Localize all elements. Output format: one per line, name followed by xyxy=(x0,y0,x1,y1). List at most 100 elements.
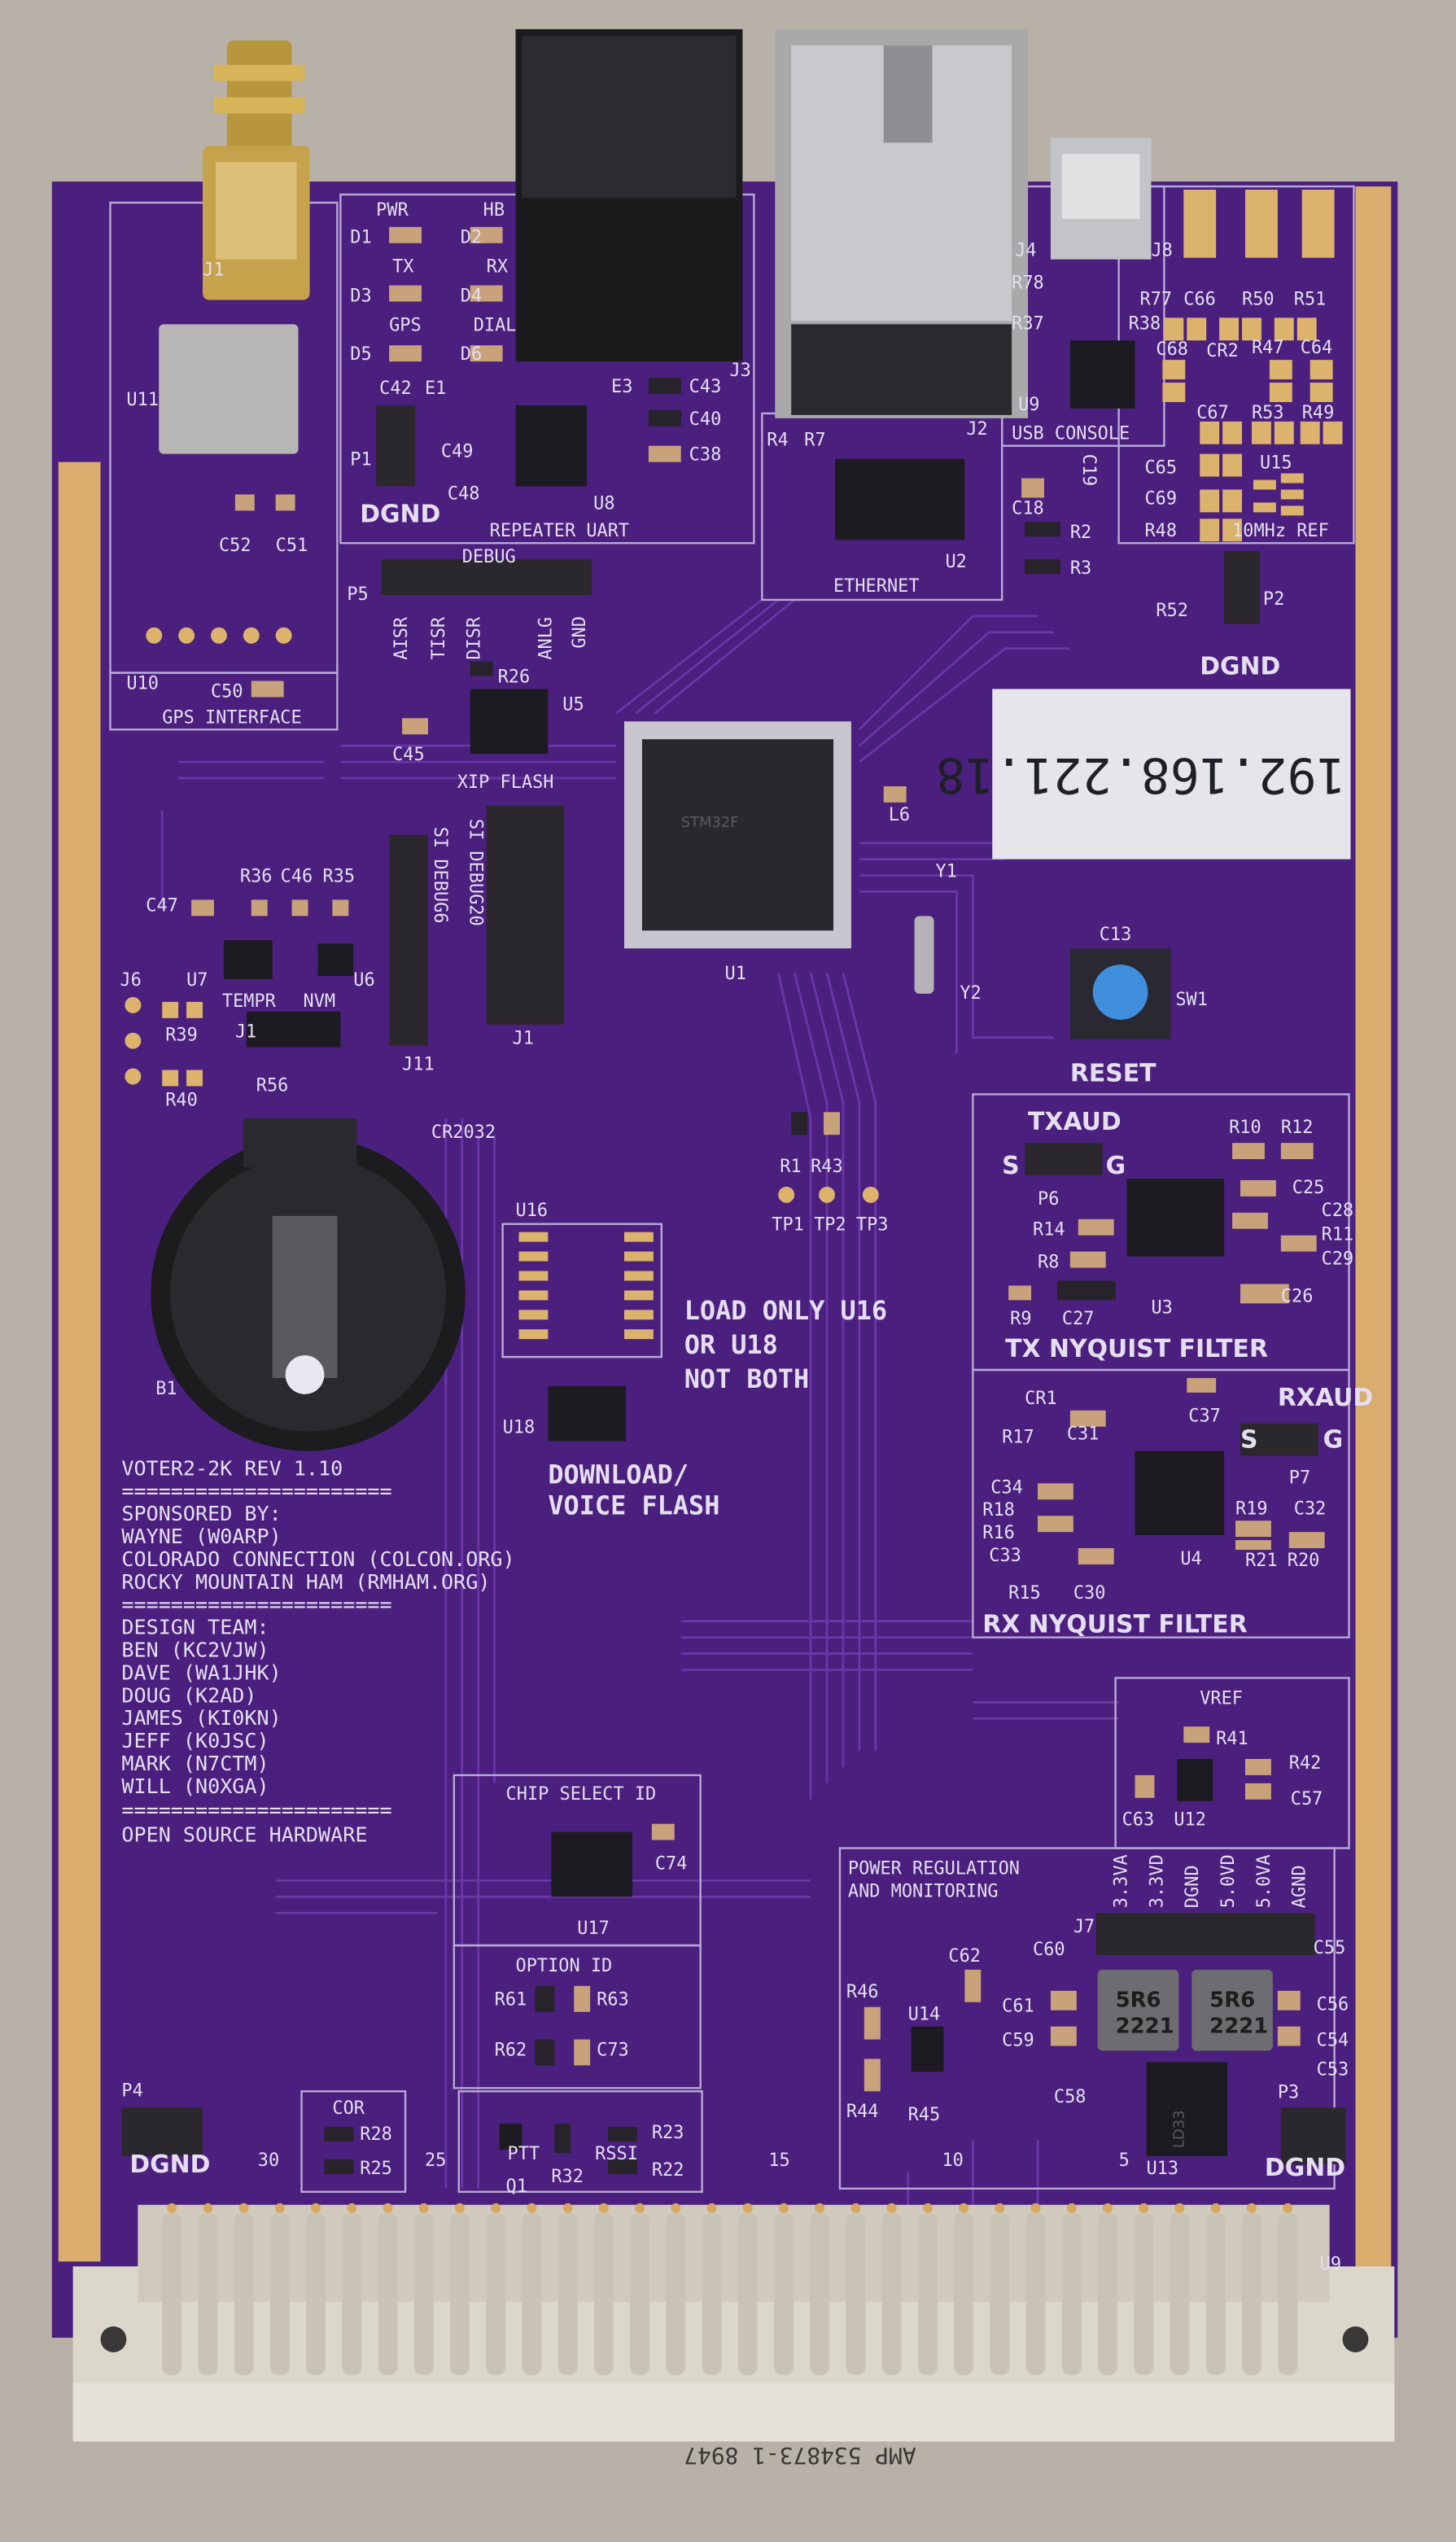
refdes: Y1 xyxy=(936,862,957,882)
usb-opening xyxy=(1061,154,1140,219)
connector-solder-joint xyxy=(274,2203,285,2213)
silk-leds: PWR HB D1 D2 TX RX D3 D4 GPS DIAL D5 D6 xyxy=(350,200,516,365)
refdes: Q1 xyxy=(506,2177,527,2197)
ethernet-jack-j2 xyxy=(775,28,1029,418)
refdes: P6 xyxy=(1038,1189,1059,1210)
silk-10mhz-ref: R77 C66 R50 R51 R38 C68 CR2 R47 C64 C67 … xyxy=(1129,289,1335,680)
inductor-marking: 5R6 xyxy=(1116,1989,1161,2013)
connector-pin xyxy=(1242,2212,1261,2375)
refdes: J7 xyxy=(1073,1917,1095,1937)
section-label-chip-select: CHIP SELECT ID xyxy=(506,1784,657,1805)
refdes: C32 xyxy=(1294,1499,1327,1519)
refdes: R63 xyxy=(597,1990,629,2010)
refdes: R8 xyxy=(1038,1253,1059,1273)
refdes: P2 xyxy=(1263,589,1284,610)
connector-pin xyxy=(198,2212,218,2375)
refdes: C51 xyxy=(276,536,308,556)
download-label: DOWNLOAD/ xyxy=(548,1459,689,1490)
refdes: D4 xyxy=(461,286,482,306)
connector-pin xyxy=(954,2212,974,2375)
credits-line: DAVE (WA1JHK) xyxy=(121,1660,281,1684)
refdes: R62 xyxy=(495,2040,527,2060)
connector-pin xyxy=(702,2212,722,2375)
refdes: D1 xyxy=(350,228,371,248)
refdes: R4 xyxy=(767,431,788,451)
refdes: D5 xyxy=(350,344,371,365)
refdes: J1 xyxy=(235,1022,256,1043)
refdes: R19 xyxy=(1235,1499,1268,1519)
refdes: R46 xyxy=(846,1982,879,2002)
silk-misc: R36 C46 R35 C47 U7 TEMPR NVM U6 J6 R39 J… xyxy=(120,819,534,1399)
reset-button-sw1[interactable] xyxy=(1069,948,1171,1039)
connector-solder-joint xyxy=(995,2203,1005,2213)
refdes: R3 xyxy=(1070,558,1091,579)
refdes: C65 xyxy=(1144,458,1177,479)
dgnd-label: DGND xyxy=(1200,653,1280,681)
section-label-usb-console: USB CONSOLE xyxy=(1012,424,1130,444)
refdes: R16 xyxy=(982,1523,1015,1543)
pin-number: 30 xyxy=(258,2150,279,2171)
gold-edge-right xyxy=(1355,186,1392,2295)
refdes: C49 xyxy=(441,442,474,462)
credits-line: MARK (N7CTM) xyxy=(121,1752,269,1775)
silk-credits: VOTER2-2K REV 1.10 =====================… xyxy=(121,1456,514,1846)
refdes: R78 xyxy=(1012,273,1044,294)
connector-solder-joint xyxy=(922,2203,933,2213)
refdes: R35 xyxy=(322,866,355,886)
refdes: P3 xyxy=(1278,2082,1299,2102)
vref-label: VREF xyxy=(1200,1688,1243,1709)
connector-solder-joint xyxy=(418,2203,429,2213)
led-label-pwr: PWR xyxy=(376,200,409,221)
refdes: C54 xyxy=(1317,2031,1349,2051)
connector-pin xyxy=(737,2212,758,2375)
connector-solder-joint xyxy=(850,2203,861,2213)
power-inductors: 5R6 2221 5R6 2221 xyxy=(1097,1969,1273,2051)
led-label-dial: DIAL xyxy=(474,315,517,335)
refdes: R32 xyxy=(551,2167,584,2187)
connector-solder-joint xyxy=(598,2203,609,2213)
refdes: U6 xyxy=(353,970,374,991)
refdes: C19 xyxy=(1078,454,1099,487)
credits-line: JAMES (KI0KN) xyxy=(121,1706,281,1730)
connector-solder-joint xyxy=(167,2203,177,2213)
credits-line: OPEN SOURCE HARDWARE xyxy=(121,1823,367,1847)
silk-tx-filter: TXAUD S G P6 R10 R12 R14 C25 R8 C28 R11 … xyxy=(1002,1108,1353,1363)
refdes: C40 xyxy=(689,409,722,430)
refdes: CR1 xyxy=(1025,1389,1057,1409)
label-tempr: TEMPR xyxy=(222,991,277,1012)
mcu-u1: STM32F xyxy=(623,721,851,949)
refdes: R1 xyxy=(780,1157,801,1177)
led-label-hb: HB xyxy=(483,200,505,221)
refdes: R2 xyxy=(1070,523,1091,543)
label-si-debug20: SI DEBUG20 xyxy=(466,819,486,926)
refdes: R44 xyxy=(846,2102,879,2122)
voice-flash-label: VOICE FLASH xyxy=(548,1490,719,1520)
reset-label: RESET xyxy=(1070,1059,1156,1087)
refdes: R61 xyxy=(495,1990,527,2010)
ip-address-text: 192.168.221.18 xyxy=(936,746,1346,803)
refdes: C56 xyxy=(1317,1995,1349,2015)
refdes: C74 xyxy=(655,1853,688,1874)
regulator-marking: LD33 xyxy=(1170,2110,1187,2148)
refdes: C53 xyxy=(1317,2059,1349,2080)
refdes: C38 xyxy=(689,445,722,466)
refdes: R15 xyxy=(1008,1583,1041,1604)
credits-line: JEFF (K0JSC) xyxy=(121,1729,269,1752)
pin-label: GND xyxy=(570,616,590,649)
connector-pin xyxy=(810,2212,830,2375)
refdes: J4 xyxy=(1015,241,1036,261)
refdes: U15 xyxy=(1260,453,1292,474)
refdes: P4 xyxy=(121,2080,142,2101)
refdes: U1 xyxy=(725,964,746,984)
refdes: J11 xyxy=(402,1055,435,1075)
connector-solder-joint xyxy=(815,2203,825,2213)
connector-solder-joint xyxy=(311,2203,321,2213)
refdes: J8 xyxy=(1151,241,1172,261)
refdes: CR2 xyxy=(1206,341,1239,361)
pin-label: TISR xyxy=(429,616,449,660)
connector-pin xyxy=(593,2212,614,2375)
connector-solder-joint xyxy=(1139,2203,1149,2213)
refdes: R9 xyxy=(1010,1309,1031,1329)
refdes: C73 xyxy=(597,2040,629,2060)
connector-solder-joint xyxy=(238,2203,249,2213)
